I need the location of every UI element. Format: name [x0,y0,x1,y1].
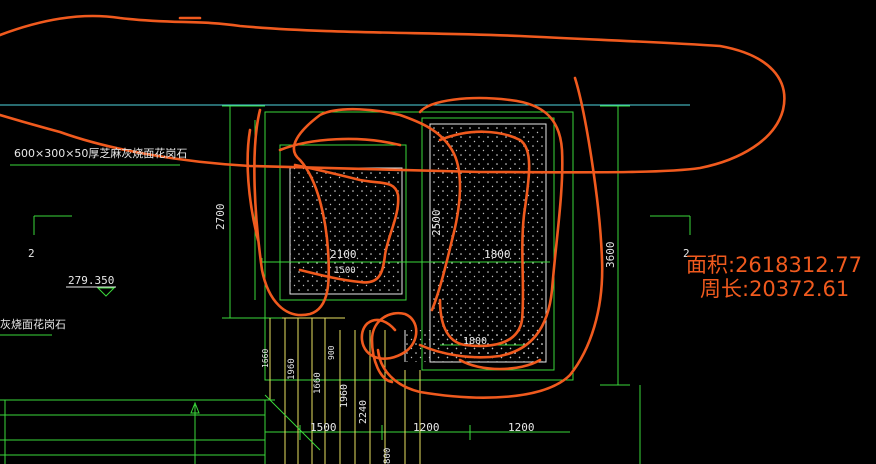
section-mark-left: 2 [28,247,35,260]
step-lines-yellow [269,317,421,464]
dim-1800-b: 1800 [463,336,487,347]
north-arrow [190,401,200,414]
dim-v-1660-b: 1660 [261,349,270,368]
area-readout: 面积:2618312.77 [686,253,862,277]
markup-strokes [0,14,786,399]
paving-hatch-right [430,124,546,362]
dim-1500: 1500 [334,266,356,276]
perimeter-readout: 周长:20372.61 [700,277,849,301]
dim-bottom-1500: 1500 [310,421,337,434]
dim-v-2240: 2240 [358,400,369,424]
dim-v-800: 800 [383,448,393,464]
dim-v-1960-b: 1960 [339,384,350,408]
dim-v-1660: 1660 [313,372,323,394]
section-mark-right: 2 [683,247,690,260]
material-label-left: 灰烧面花岗石 [0,317,66,331]
dim-bottom-1200-b: 1200 [508,421,535,434]
dim-2700: 2700 [214,204,227,231]
dim-2500: 2500 [430,210,443,237]
elevation-value: 279.350 [68,274,114,287]
dim-bottom-1200-a: 1200 [413,421,440,434]
dim-2100: 2100 [330,248,357,261]
dim-v-1960: 1960 [287,358,297,380]
material-label-top: 600×300×50厚芝麻灰烧面花岗石 [14,146,187,160]
bottom-left-grid [0,394,321,464]
dim-3600: 3600 [604,242,617,269]
dim-v-900: 900 [327,345,336,360]
dim-1800-a: 1800 [484,248,511,261]
elevation-marker [66,286,116,297]
